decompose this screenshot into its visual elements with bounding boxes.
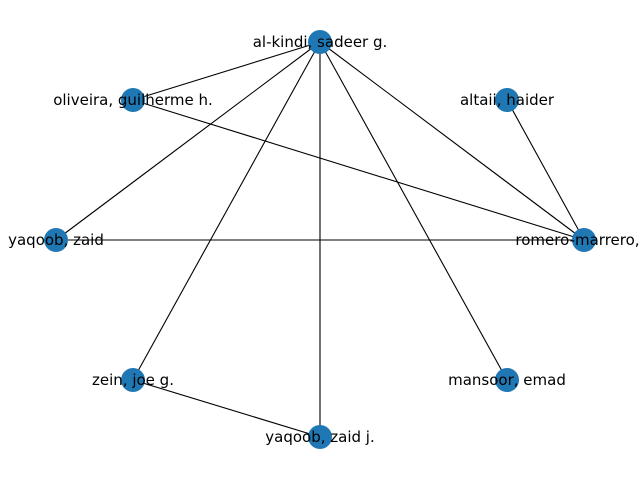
- node-yaqoob_zaid: [44, 228, 68, 252]
- node-romero: [572, 228, 596, 252]
- edge-alkindi-romero: [319, 41, 585, 241]
- edge-oliveira-romero: [132, 99, 585, 241]
- edges-layer: [55, 41, 585, 438]
- node-label-mansoor: mansoor, emad: [448, 371, 566, 389]
- node-label-oliveira: oliveira, guilherme h.: [53, 91, 213, 109]
- edge-zein-yaqoob_zaidj: [132, 379, 321, 438]
- node-label-romero: romero-marrero, c: [515, 231, 640, 249]
- node-yaqoob_zaidj: [308, 425, 332, 449]
- edge-altaii-romero: [506, 99, 585, 241]
- node-label-yaqoob_zaid: yaqoob, zaid: [8, 231, 104, 249]
- edge-alkindi-yaqoob_zaid: [55, 41, 321, 241]
- node-label-altaii: altaii, haider: [460, 91, 555, 109]
- labels-layer: al-kindi, sadeer g. oliveira, guilherme h…: [8, 33, 640, 446]
- node-zein: [121, 368, 145, 392]
- node-label-zein: zein, joe g.: [92, 371, 174, 389]
- edge-alkindi-zein: [132, 41, 321, 381]
- edge-alkindi-mansoor: [319, 41, 508, 381]
- node-label-alkindi: al-kindi, sadeer g.: [253, 33, 388, 51]
- node-alkindi: [308, 30, 332, 54]
- nodes-layer: [44, 30, 596, 449]
- edge-alkindi-oliveira: [132, 41, 321, 101]
- node-altaii: [495, 88, 519, 112]
- node-label-yaqoob_zaidj: yaqoob, zaid j.: [265, 428, 374, 446]
- node-mansoor: [495, 368, 519, 392]
- node-oliveira: [121, 88, 145, 112]
